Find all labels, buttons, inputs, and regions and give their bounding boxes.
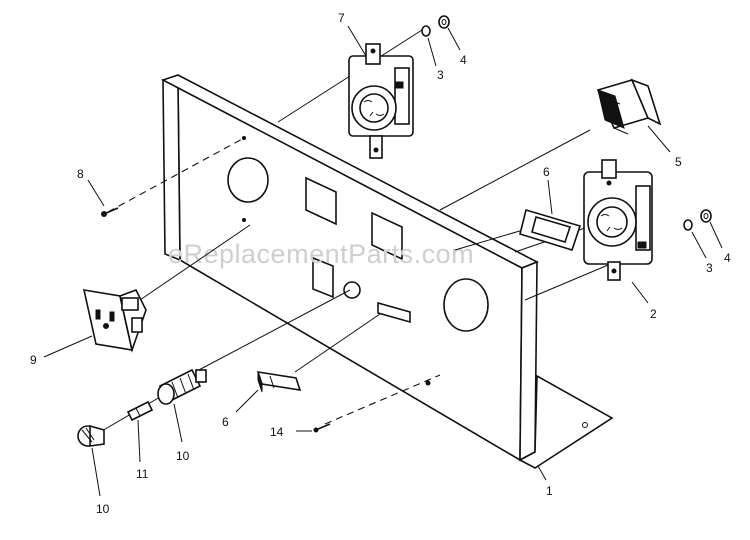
panel-hole-round-right — [443, 278, 489, 332]
leader-4a — [447, 27, 461, 51]
panel-slot-switch — [377, 301, 411, 324]
nut-top — [438, 15, 450, 29]
leader-3b — [691, 231, 707, 259]
leader-9 — [43, 335, 93, 358]
panel-hole-round-left — [227, 157, 269, 203]
callout-7: 7 — [338, 11, 345, 25]
rocker-switch — [596, 78, 662, 135]
switch-rocker-bottom — [256, 371, 302, 393]
callout-4a: 4 — [460, 53, 467, 67]
callout-1: 1 — [546, 484, 553, 498]
panel-screw-hole — [242, 218, 246, 222]
callout-labels: 1 2 3 3 4 4 5 6 6 7 8 9 10 10 11 14 — [30, 11, 731, 516]
callout-10a: 10 — [176, 449, 190, 463]
receptacle-twistlock-top — [348, 43, 414, 159]
panel-cutout-lower — [312, 256, 334, 299]
leader-6b — [235, 389, 259, 413]
callout-14: 14 — [270, 425, 284, 439]
panel-screw-hole — [425, 380, 431, 386]
leader-7 — [347, 25, 367, 57]
leader-6a — [547, 179, 553, 215]
panel-face — [177, 81, 523, 462]
panel-cutout-upper-right — [371, 211, 403, 261]
switch-bezel-top — [519, 208, 582, 251]
leader-5 — [647, 125, 671, 153]
leader-11 — [137, 419, 141, 463]
leader-3a — [427, 37, 437, 67]
nut-right — [700, 209, 712, 223]
callout-5: 5 — [675, 155, 682, 169]
duplex-outlet — [82, 288, 147, 353]
fuse — [126, 400, 154, 422]
callout-9: 9 — [30, 353, 37, 367]
callout-11: 11 — [136, 467, 149, 481]
watermark-text: eReplacementParts.com — [168, 239, 474, 269]
callout-10b: 10 — [96, 502, 110, 516]
receptacle-twistlock-right — [583, 159, 653, 281]
callout-6a: 6 — [543, 165, 550, 179]
callout-6b: 6 — [222, 415, 229, 429]
leader-8 — [87, 179, 105, 207]
panel-screw-hole — [242, 136, 246, 140]
fuse-holder — [157, 368, 207, 405]
control-panel — [160, 74, 614, 469]
fuse-cap — [77, 424, 105, 447]
panel-cutout-upper-left — [305, 176, 337, 226]
panel-hole-fuse — [343, 281, 361, 299]
bracket-edge — [519, 459, 536, 469]
callout-8: 8 — [77, 167, 84, 181]
leader-2 — [631, 281, 649, 304]
leader-10b — [91, 447, 101, 497]
callout-2: 2 — [650, 307, 657, 321]
washer-top — [421, 25, 431, 37]
leader-4b — [709, 221, 723, 249]
screw-left — [101, 207, 119, 217]
callout-leaders — [43, 25, 723, 497]
explode-lines — [94, 29, 621, 436]
callout-3a: 3 — [437, 68, 444, 82]
leader-1 — [537, 465, 547, 481]
panel-right-edge — [519, 260, 538, 462]
washer-right — [683, 219, 693, 231]
callout-4b: 4 — [724, 251, 731, 265]
screw-bottom — [313, 423, 331, 433]
bracket-hole — [582, 422, 588, 428]
leader-10a — [173, 403, 183, 443]
panel-left-flange — [162, 79, 181, 262]
callout-3b: 3 — [706, 261, 713, 275]
